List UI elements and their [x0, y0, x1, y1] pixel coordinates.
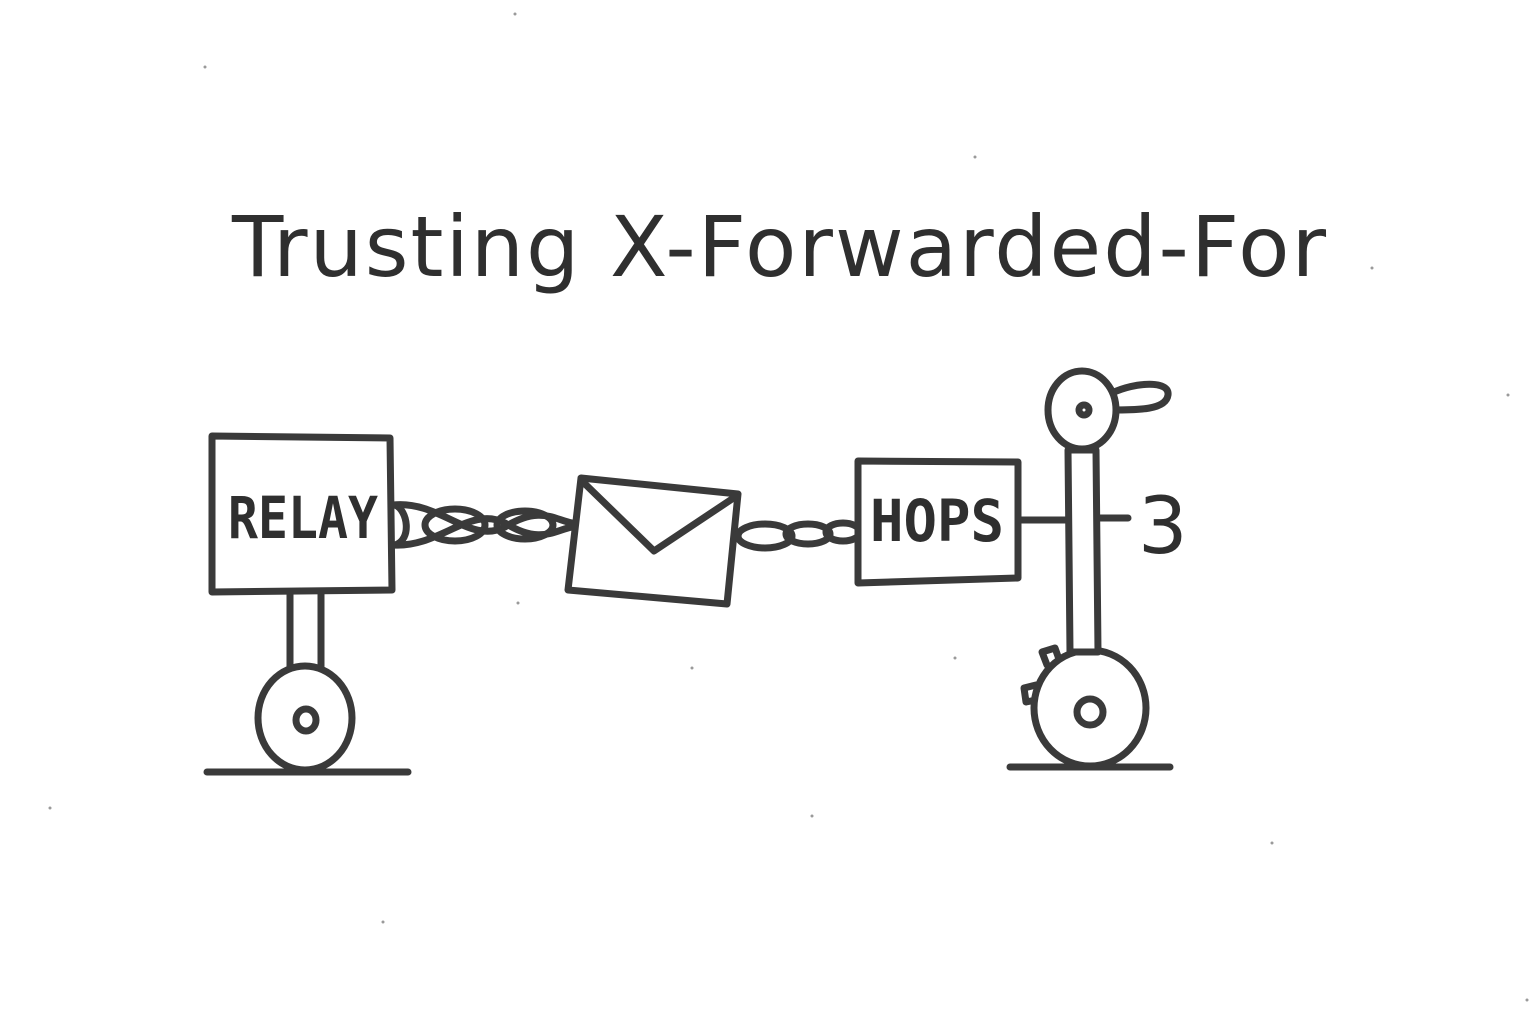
relay-label: RELAY	[228, 484, 378, 552]
paper-specks	[48, 12, 1529, 1002]
relay-box: RELAY	[208, 432, 396, 596]
diagram-title: Trusting X-Forwarded-For	[231, 198, 1328, 296]
hops-label: HOPS	[870, 487, 1004, 555]
hops-box: HOPS	[854, 457, 1022, 587]
wheel-icon	[254, 662, 356, 774]
chain-link-icon	[389, 501, 576, 549]
lever-wheel-icon	[1030, 646, 1150, 770]
lever-value: 3	[1138, 482, 1188, 572]
relay-stand	[203, 589, 412, 776]
chain-link-icon-2	[734, 519, 864, 552]
lever-handle	[1108, 380, 1172, 414]
envelope-icon	[564, 474, 742, 608]
relay-post	[286, 589, 325, 672]
lever-icon: 3	[1006, 367, 1188, 771]
